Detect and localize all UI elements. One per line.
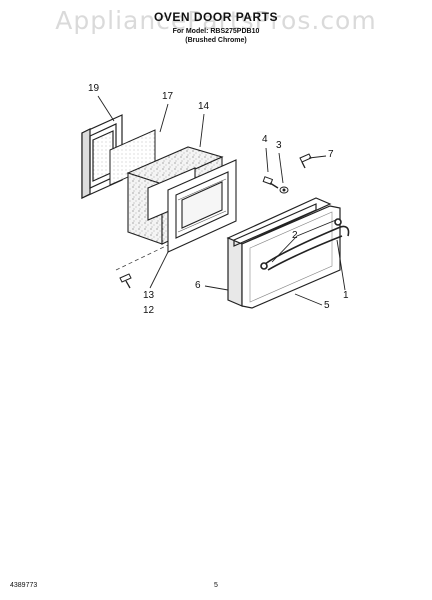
part-1-handle <box>260 218 350 271</box>
document-number: 4389773 <box>10 582 38 589</box>
callout-13: 13 <box>143 290 155 301</box>
callout-17: 17 <box>162 91 174 102</box>
callout-6: 6 <box>195 280 201 291</box>
part-6-door-frame <box>226 197 332 307</box>
callout-14: 14 <box>198 101 210 112</box>
callout-12: 12 <box>143 305 155 316</box>
diagram-title: OVEN DOOR PARTS <box>154 10 278 24</box>
leader-lines <box>97 95 346 306</box>
finish-line: (Brushed Chrome) <box>185 37 247 44</box>
part-7-screw <box>299 153 312 169</box>
callout-2: 2 <box>292 230 298 241</box>
callout-19: 19 <box>88 83 100 94</box>
part-3-washer <box>279 186 289 194</box>
callout-7: 7 <box>328 149 334 160</box>
assembly-dashed-line <box>115 244 169 271</box>
part-12-screw <box>119 273 132 289</box>
callout-3: 3 <box>276 140 282 151</box>
part-4-bolt <box>262 176 279 189</box>
part-13-inner-panel <box>167 159 237 253</box>
callout-4: 4 <box>262 134 268 145</box>
page-number: 5 <box>214 582 218 589</box>
callout-1: 1 <box>343 290 349 301</box>
model-line: For Model: RBS275PDB10 <box>172 28 260 35</box>
callout-5: 5 <box>324 300 330 311</box>
